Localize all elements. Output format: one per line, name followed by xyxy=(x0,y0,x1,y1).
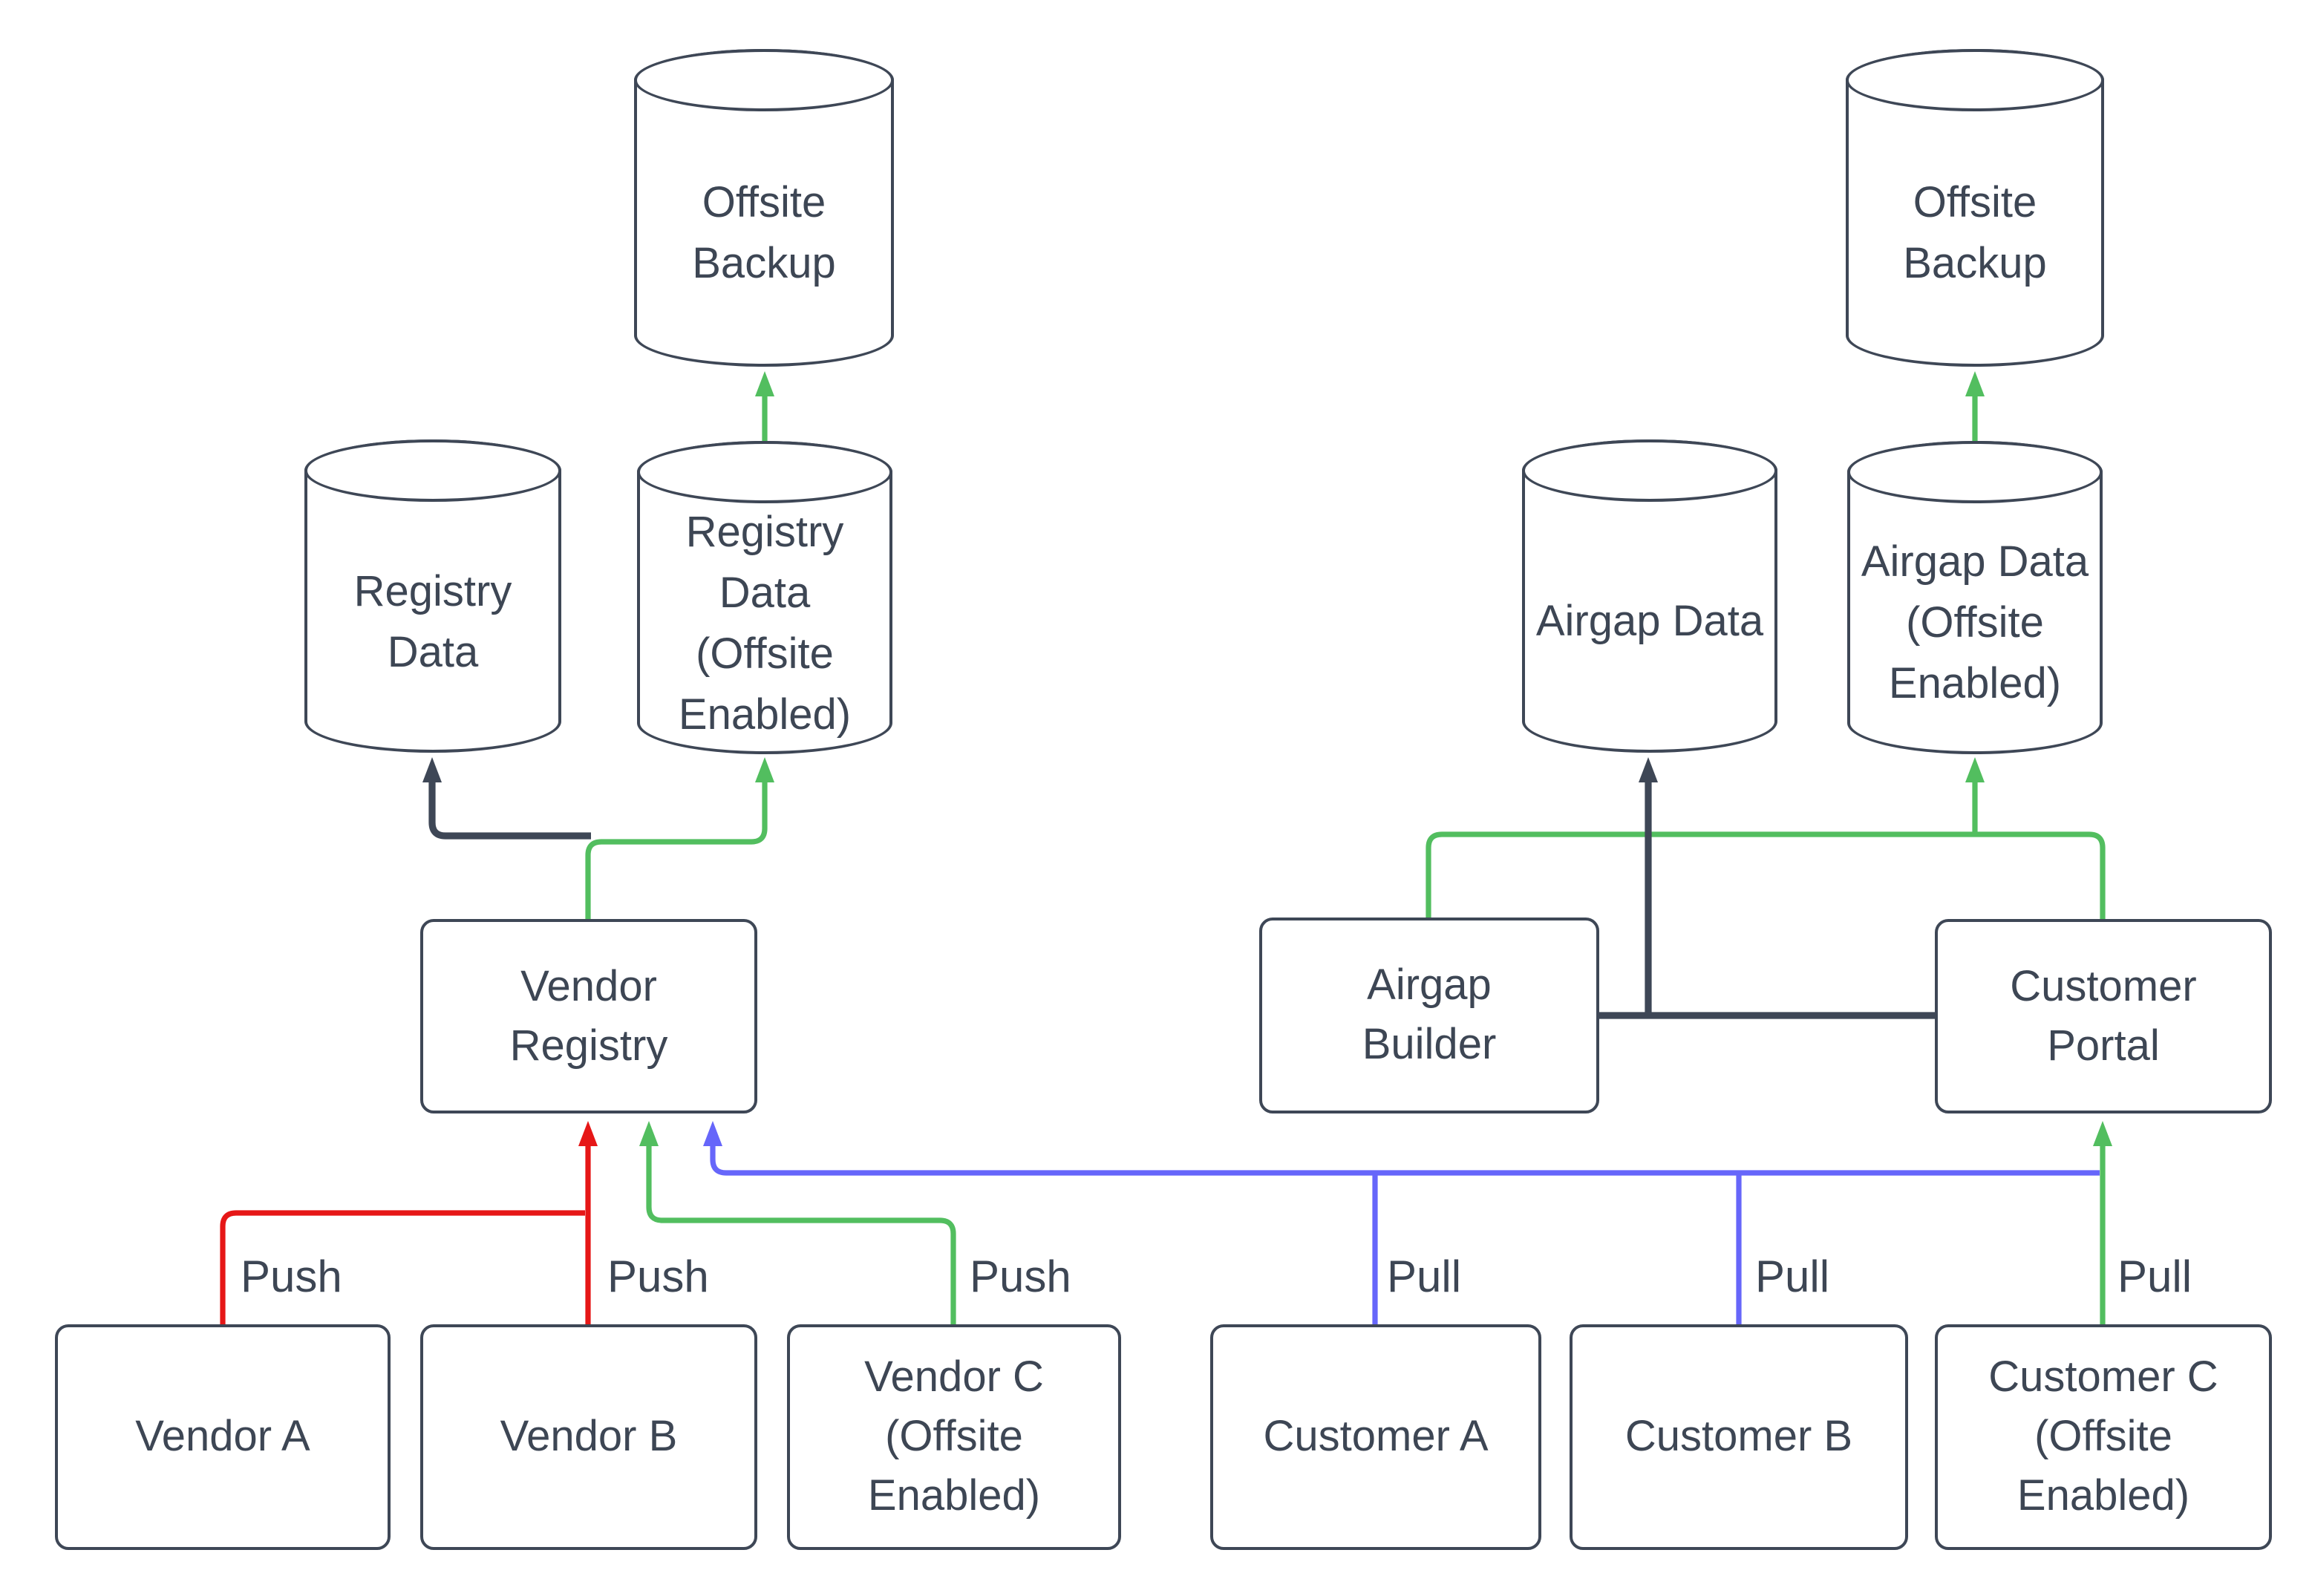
node-label: Customer A xyxy=(1263,1413,1489,1461)
node-vendor-registry: Vendor Registry xyxy=(420,919,757,1113)
node-label: Airgap Builder xyxy=(1362,962,1497,1069)
edge-label-push-vendor-a: Push xyxy=(241,1253,342,1302)
node-airgap-builder: Airgap Builder xyxy=(1259,918,1599,1113)
edge-builders-to-airgap-offsite xyxy=(1426,831,2106,922)
edge-label-push-vendor-b: Push xyxy=(607,1253,709,1302)
cylinder-label: Airgap Data xyxy=(1535,598,1764,646)
cylinder-label: Offsite Backup xyxy=(692,180,836,288)
cylinder-label: Registry Data (Offsite Enabled) xyxy=(678,508,852,739)
edge-vendor-registry-to-registry-data xyxy=(428,782,591,840)
arrowhead-up-icon xyxy=(755,371,774,396)
arrowhead-up-icon xyxy=(578,1121,598,1146)
node-customer-b: Customer B xyxy=(1570,1324,1908,1550)
cylinder-offsite-backup-left: Offsite Backup xyxy=(633,48,895,367)
arrowhead-up-icon xyxy=(422,757,442,782)
cylinder-airgap-data: Airgap Data xyxy=(1521,439,1778,753)
arrowhead-up-icon xyxy=(755,757,774,782)
edge-label-pull-customer-a: Pull xyxy=(1387,1253,1462,1302)
arrowhead-up-icon xyxy=(1639,757,1658,782)
node-customer-portal: Customer Portal xyxy=(1935,919,2272,1113)
arrowhead-up-icon xyxy=(639,1121,659,1146)
edge-vendor-c-push xyxy=(646,1146,956,1326)
edge-customers-pull-trunk xyxy=(710,1146,2100,1176)
node-label: Vendor C (Offsite Enabled) xyxy=(864,1354,1044,1520)
arrowhead-up-icon xyxy=(1965,371,1985,396)
edge-label-pull-customer-b: Pull xyxy=(1755,1253,1830,1302)
node-label: Vendor Registry xyxy=(509,963,668,1070)
edge-label-pull-customer-c: Pull xyxy=(2117,1253,2192,1302)
node-customer-a: Customer A xyxy=(1210,1324,1541,1550)
node-label: Vendor B xyxy=(500,1413,678,1461)
arrowhead-up-icon xyxy=(1965,757,1985,782)
node-vendor-a: Vendor A xyxy=(55,1324,391,1550)
edge-vendor-a-push xyxy=(220,1210,585,1326)
edge-vendor-registry-to-registry-offsite xyxy=(585,782,768,925)
cylinder-label: Offsite Backup xyxy=(1903,180,2047,288)
node-label: Customer B xyxy=(1624,1413,1853,1461)
cylinder-label: Registry Data xyxy=(353,568,512,676)
node-label: Customer Portal xyxy=(2010,963,2197,1070)
cylinder-offsite-backup-right: Offsite Backup xyxy=(1845,48,2105,367)
arrowhead-up-icon xyxy=(703,1121,722,1146)
node-customer-c: Customer C (Offsite Enabled) xyxy=(1935,1324,2272,1550)
node-vendor-b: Vendor B xyxy=(420,1324,757,1550)
cylinder-label: Airgap Data (Offsite Enabled) xyxy=(1861,539,2089,708)
node-label: Customer C (Offsite Enabled) xyxy=(1988,1354,2218,1520)
cylinder-airgap-data-offsite: Airgap Data (Offsite Enabled) xyxy=(1846,440,2103,754)
cylinder-registry-data-offsite: Registry Data (Offsite Enabled) xyxy=(636,440,893,754)
cylinder-registry-data: Registry Data xyxy=(304,439,562,753)
node-vendor-c: Vendor C (Offsite Enabled) xyxy=(787,1324,1121,1550)
edge-label-push-vendor-c: Push xyxy=(970,1253,1071,1302)
node-label: Vendor A xyxy=(135,1413,310,1461)
arrowhead-up-icon xyxy=(2093,1121,2112,1146)
